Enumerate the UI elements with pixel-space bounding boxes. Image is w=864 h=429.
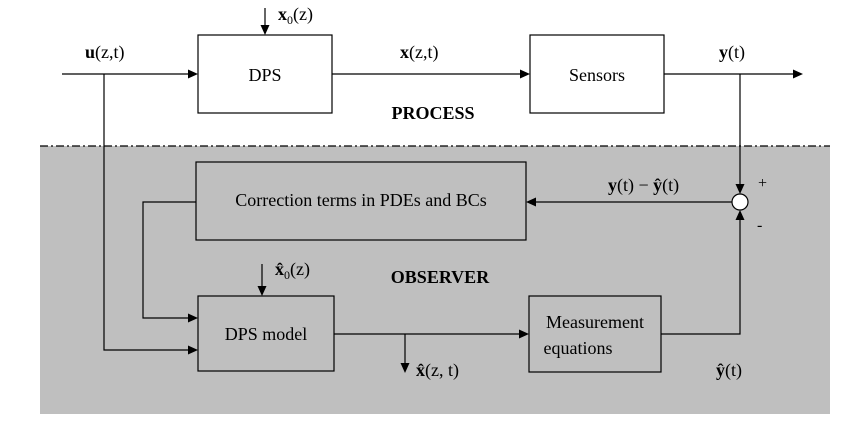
x0-label: x0(z): [278, 4, 313, 27]
dps-block-label: DPS: [248, 65, 281, 85]
output-arrowhead: [793, 69, 803, 79]
input-to-model-arrowhead: [188, 345, 198, 355]
dps-block: [197, 34, 333, 114]
process-label: PROCESS: [391, 103, 474, 123]
estimated-output-arrowhead: [735, 210, 745, 220]
output-feedback-arrowhead: [735, 184, 745, 194]
xhat-label: x̂(z, t): [416, 360, 459, 381]
summing-junction: [731, 193, 749, 211]
sensors-block-label: Sensors: [569, 65, 625, 85]
output-label: y(t): [719, 42, 745, 63]
input-label: u(z,t): [85, 42, 125, 63]
correction-to-model-arrowhead: [188, 313, 198, 323]
measurement-block-label-line1: Measurement: [546, 312, 644, 332]
state-arrowhead: [520, 69, 530, 79]
dps-model-block-label: DPS model: [225, 324, 308, 344]
estimate-arrowhead: [519, 329, 529, 339]
correction-block: [195, 161, 527, 241]
yhat-label: ŷ(t): [716, 360, 742, 381]
minus-sign: -: [757, 217, 762, 234]
correction-block-label: Correction terms in PDEs and BCs: [235, 190, 486, 210]
state-label: x(z,t): [400, 42, 438, 63]
measurement-block: [528, 295, 662, 373]
plus-sign: +: [758, 175, 767, 192]
xhat-tap-arrowhead: [400, 363, 410, 373]
xhat0-label: x̂0(z): [275, 259, 310, 282]
sensors-block: [529, 34, 665, 114]
x0-arrowhead: [260, 25, 270, 35]
error-label: y(t) − ŷ(t): [608, 175, 679, 196]
observer-label: OBSERVER: [391, 267, 490, 287]
dps-model-block: [197, 295, 335, 372]
xhat0-arrowhead: [257, 286, 267, 296]
input-arrowhead: [188, 69, 198, 79]
estimated-output-line: [661, 218, 741, 335]
measurement-block-label-line2: equations: [544, 338, 613, 358]
input-to-model-line: [103, 74, 190, 351]
error-arrowhead: [526, 197, 536, 207]
correction-to-model-line: [142, 201, 196, 319]
